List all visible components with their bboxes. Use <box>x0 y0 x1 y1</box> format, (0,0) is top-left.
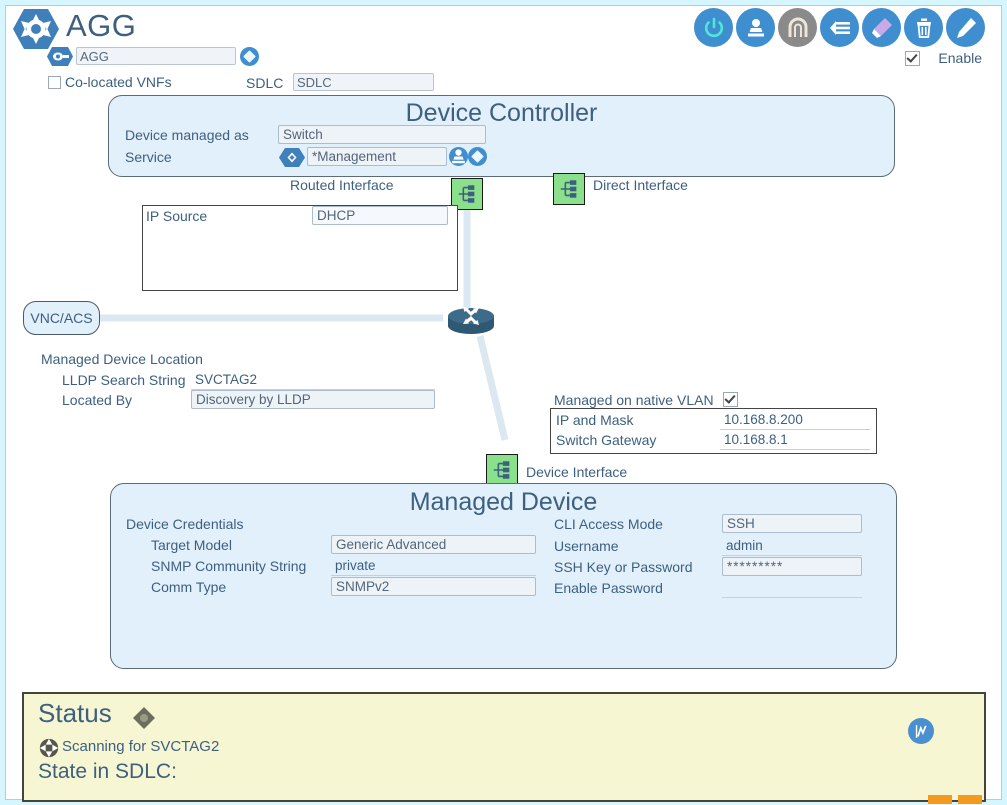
routed-interface-label: Routed Interface <box>290 177 394 193</box>
username-label: Username <box>554 538 619 554</box>
lldp-search-string-label: LLDP Search String <box>62 372 185 388</box>
status-panel: Status Scanning for SVCTAG2 State in SDL… <box>22 692 986 802</box>
colocated-vnfs-label: Co-located VNFs <box>65 74 172 90</box>
ssh-key-or-password-label: SSH Key or Password <box>554 559 693 575</box>
device-managed-as-input[interactable]: Switch <box>278 125 486 144</box>
page-title: AGG <box>66 8 136 44</box>
managed-device-title: Managed Device <box>111 488 896 517</box>
device-controller-title: Device Controller <box>109 99 894 128</box>
sdlc-input[interactable]: SDLC <box>293 73 434 91</box>
enable-checkbox-row[interactable]: Enable <box>905 50 982 66</box>
comm-type-input[interactable]: SNMPv2 <box>331 577 536 596</box>
snmp-community-string-input[interactable]: private <box>331 557 536 576</box>
device-credentials-label: Device Credentials <box>126 516 244 532</box>
stamp-icon[interactable] <box>736 8 775 47</box>
status-diamond-icon <box>132 706 156 735</box>
name-input[interactable]: AGG <box>76 47 236 65</box>
lldp-search-string-input[interactable]: SVCTAG2 <box>191 371 435 390</box>
pencil-icon[interactable] <box>946 8 985 47</box>
sdlc-label: SDLC <box>246 75 283 91</box>
list-icon[interactable] <box>820 8 859 47</box>
device-managed-as-label: Device managed as <box>125 127 249 143</box>
ip-source-input[interactable]: DHCP <box>312 206 448 225</box>
enable-label: Enable <box>938 50 982 66</box>
service-hexagon-eye-icon[interactable] <box>278 147 306 173</box>
vnc-acs-node[interactable]: VNC/ACS <box>23 301 100 335</box>
diamond-badge-icon[interactable] <box>240 47 259 66</box>
service-input[interactable]: *Management <box>307 147 447 166</box>
ip-and-mask-input[interactable]: 10.168.8.200 <box>720 411 870 430</box>
tunnel-icon[interactable] <box>778 8 817 47</box>
logo-hexagon-burst-icon <box>12 8 60 50</box>
comm-type-label: Comm Type <box>151 579 226 595</box>
managed-device-location-title: Managed Device Location <box>41 351 203 367</box>
username-input[interactable]: admin <box>722 537 862 556</box>
direct-interface-icon[interactable] <box>553 173 585 205</box>
chart-badge-icon[interactable] <box>908 718 934 744</box>
toolbar <box>694 8 985 47</box>
highlighter-icon[interactable] <box>862 8 901 47</box>
managed-on-native-vlan-label: Managed on native VLAN <box>554 392 714 408</box>
power-icon[interactable] <box>694 8 733 47</box>
status-state-text: State in SDLC: <box>38 760 177 784</box>
cli-access-mode-input[interactable]: SSH <box>722 514 862 533</box>
located-by-input[interactable]: Discovery by LLDP <box>191 390 435 409</box>
scroll-tab-left[interactable] <box>928 795 952 804</box>
switch-gateway-label: Switch Gateway <box>556 432 656 448</box>
ip-and-mask-label: IP and Mask <box>556 412 634 428</box>
enable-password-input[interactable] <box>722 579 862 598</box>
vnc-acs-label: VNC/ACS <box>30 310 92 326</box>
enable-password-label: Enable Password <box>554 580 663 596</box>
device-interface-icon[interactable] <box>486 454 518 486</box>
service-diamond-badge-icon[interactable] <box>468 147 487 166</box>
managed-on-native-vlan-checkbox[interactable] <box>723 392 738 407</box>
enable-checkbox[interactable] <box>905 51 920 66</box>
switch-gateway-input[interactable]: 10.168.8.1 <box>720 431 870 450</box>
router-icon[interactable] <box>446 300 496 343</box>
status-title: Status <box>38 698 112 729</box>
direct-interface-label: Direct Interface <box>593 177 688 193</box>
cli-access-mode-label: CLI Access Mode <box>554 516 663 532</box>
located-by-label: Located By <box>62 392 132 408</box>
device-interface-label: Device Interface <box>526 464 627 480</box>
target-model-input[interactable]: Generic Advanced <box>331 535 536 554</box>
colocated-vnfs-checkbox[interactable]: Co-located VNFs <box>48 74 172 90</box>
target-model-label: Target Model <box>151 537 232 553</box>
snmp-community-string-label: SNMP Community String <box>151 558 306 574</box>
service-stamp-icon[interactable] <box>449 147 468 166</box>
ssh-key-or-password-input[interactable]: ********* <box>722 557 862 576</box>
name-field-group: AGG <box>46 46 259 66</box>
scroll-tab-right[interactable] <box>958 795 982 804</box>
colocated-vnfs-checkbox-box[interactable] <box>48 76 61 89</box>
service-label: Service <box>125 149 172 165</box>
managed-device-panel: Managed Device <box>110 483 897 669</box>
tag-icon <box>46 46 74 66</box>
trash-icon[interactable] <box>904 8 943 47</box>
status-scanning-text: Scanning for SVCTAG2 <box>62 738 219 755</box>
ip-source-label: IP Source <box>146 208 207 224</box>
